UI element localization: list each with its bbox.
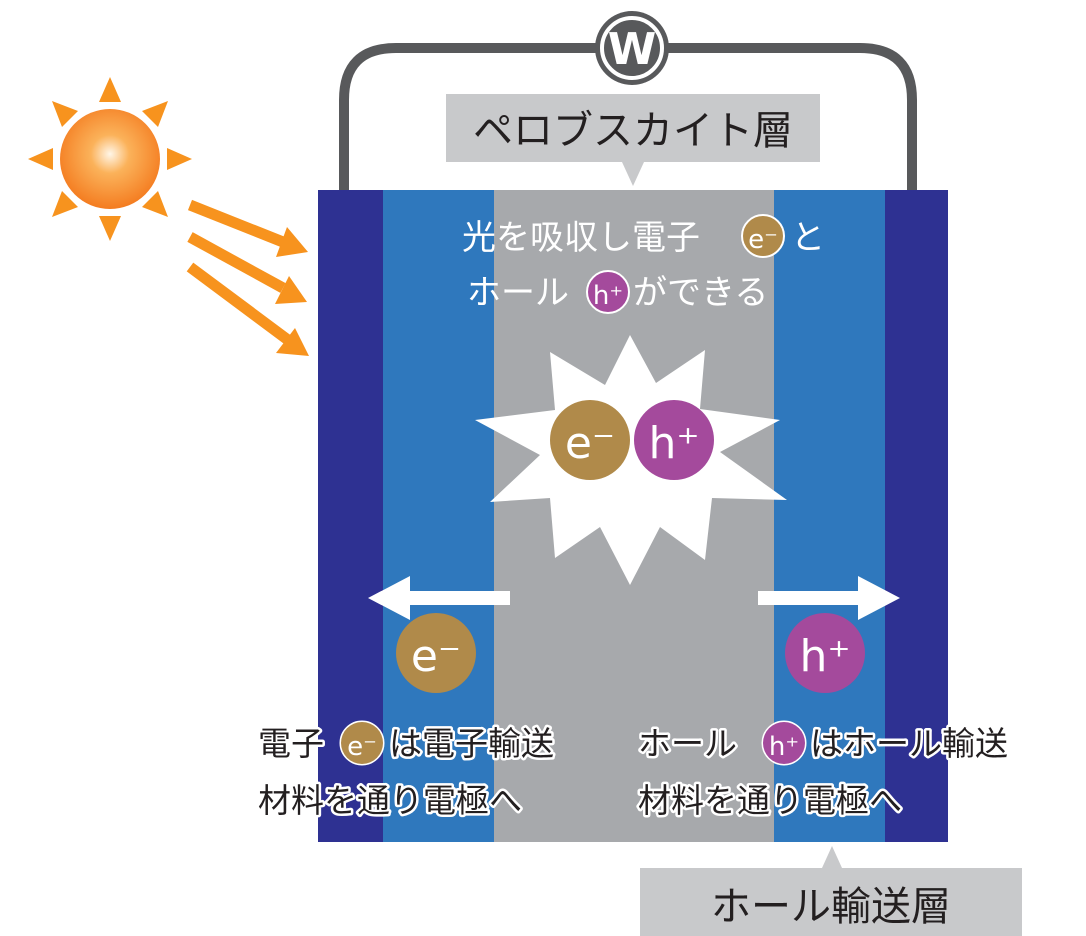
electron-particle-label: e⁻ [565,418,615,469]
light-rays [186,199,309,356]
hole-direction-arrow [758,576,900,620]
electron-hole-pair: e⁻ h⁺ [550,400,714,480]
device-stack [318,190,948,842]
hole-particle-label: h⁺ [648,418,699,469]
electron-direction-arrow [368,576,510,620]
hole-caption-line1-b: はホール輸送 [810,724,1008,763]
wattmeter-symbol: W [608,24,657,75]
perovskite-label-box [446,94,820,162]
light-ray-arrow [187,232,307,304]
perovskite-layer-label: ペロブスカイト層 [473,108,793,154]
hole-caption-line2: 材料を通り電極へ [638,781,902,820]
electron-badge [741,214,785,258]
electron-carrier-label: e⁻ [411,631,461,682]
light-ray-arrow [187,199,308,257]
hole-transport-label-pointer [822,846,842,868]
hole-carrier: h⁺ [785,613,865,693]
hole-particle [634,400,714,480]
hole-transport-label-box [640,868,1022,936]
sun-icon [28,77,192,241]
absorb-line1-text: 光を吸収し電子 [462,218,700,258]
electron-particle [550,400,630,480]
electron-carrier: e⁻ [396,613,476,693]
electron-caption-line2: 材料を通り電極へ [258,781,522,820]
electron-caption-line1-b: は電子輸送 [389,724,554,763]
hole-badge [586,270,630,314]
hole-caption-badge [761,720,807,766]
absorption-caption: 光を吸収し電子 e⁻ と ホール h⁺ ができる [462,214,825,314]
electron-caption-line1-a: 電子 [258,724,324,763]
light-ray-arrow [186,262,309,356]
hole-caption-line1-a: ホール [638,724,737,763]
electron-transport-layer [383,190,494,842]
electron-caption-badge [339,720,385,766]
absorb-line2-text: ホール [467,273,569,313]
hole-transport-layer-label: ホール輸送層 [711,884,951,930]
hole-carrier-label: h⁺ [799,631,850,682]
absorb-line2-tail: ができる [633,273,768,313]
electron-caption-badge-label: e⁻ [347,732,377,762]
hole-badge-label: h⁺ [593,281,623,311]
perovskite-label-pointer [622,162,644,186]
electron-caption: 電子 e⁻ は電子輸送 材料を通り電極へ [256,720,557,823]
wattmeter-icon: W [595,11,669,85]
excitation-starburst [475,335,787,585]
hole-caption-badge-label: h⁺ [769,732,799,762]
right-electrode [885,190,948,842]
absorb-line1-tail: と [791,218,825,258]
electron-badge-label: e⁻ [748,225,778,255]
hole-caption: ホール h⁺ はホール輸送 材料を通り電極へ [636,720,1011,823]
